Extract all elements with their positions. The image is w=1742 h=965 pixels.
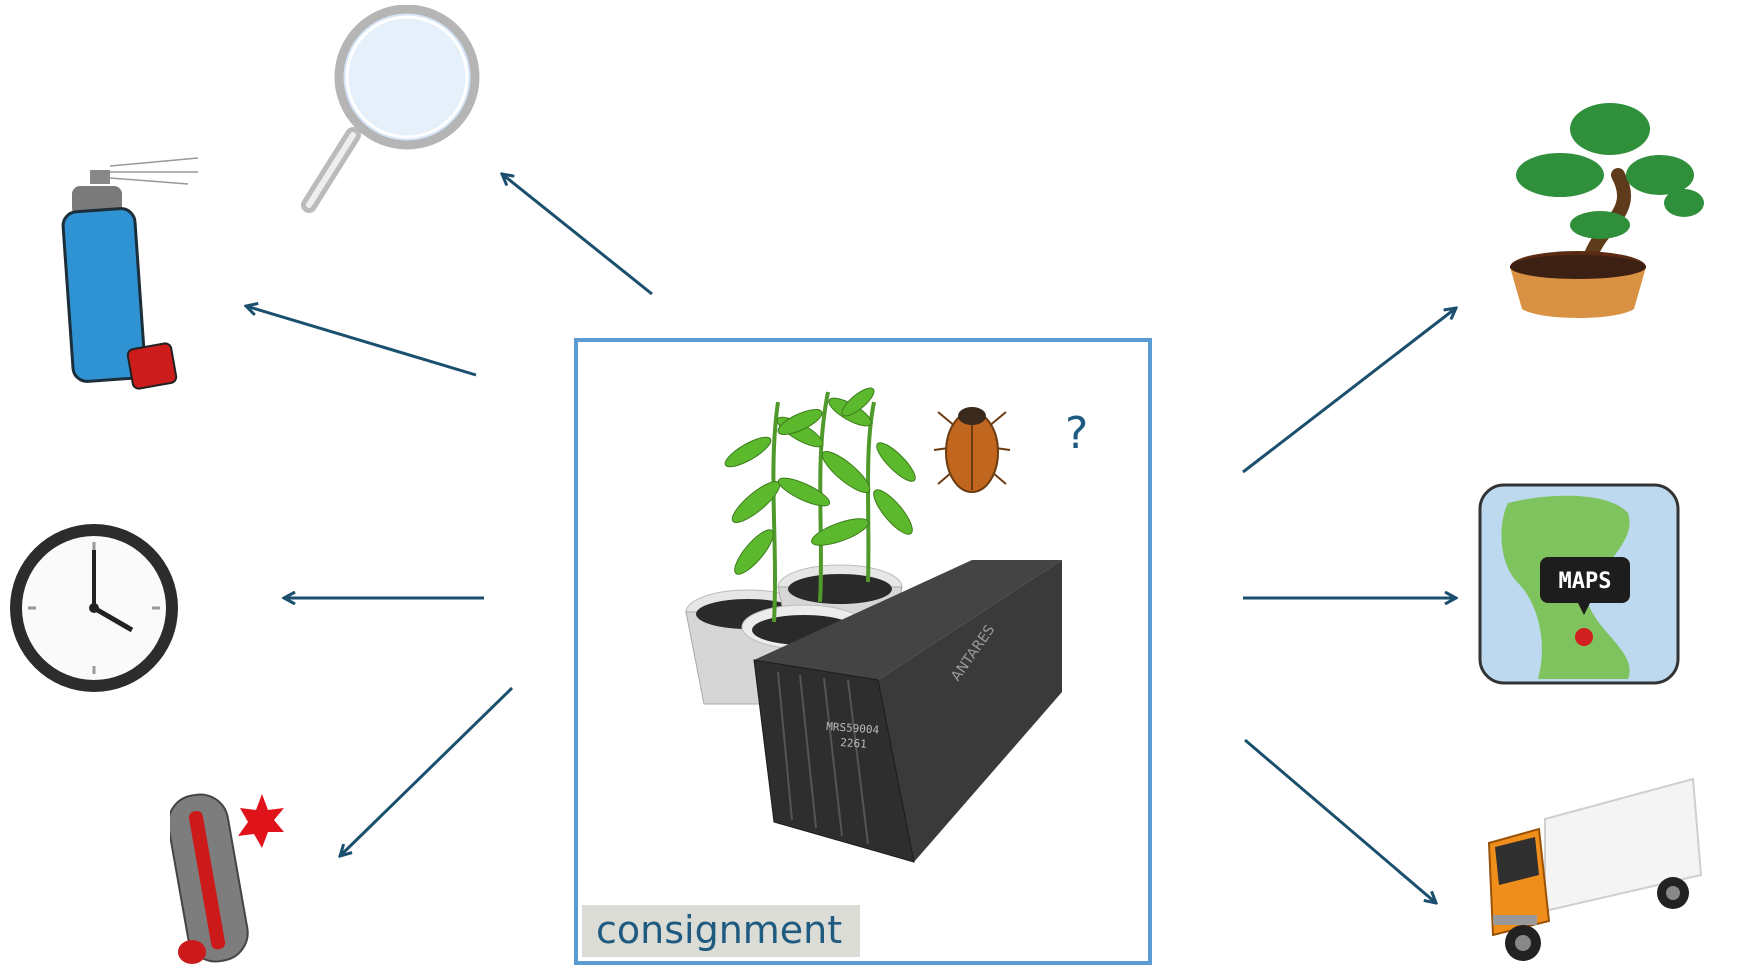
bonsai-tree-icon <box>1510 103 1704 318</box>
question-mark: ? <box>1065 408 1089 459</box>
arrow-to-thermometer <box>340 686 514 856</box>
container-code-2: 2261 <box>840 736 867 751</box>
spray-can-icon <box>61 157 199 390</box>
clock-icon <box>10 524 178 692</box>
maps-icon[interactable]: MAPS <box>1478 483 1680 685</box>
magnifier-icon <box>301 5 480 213</box>
container-code-1: MRS59004 <box>826 720 880 737</box>
maps-icon-text: MAPS <box>1558 569 1612 594</box>
consignment-label: consignment <box>582 905 861 957</box>
arrow-to-bonsai <box>1242 308 1456 474</box>
delivery-truck-icon <box>1487 777 1703 961</box>
arrow-to-truck <box>1244 738 1436 903</box>
arrow-to-spray <box>246 306 477 377</box>
consignment-box: MRS59004 2261 ANTARES consignment <box>574 338 1152 965</box>
beetle <box>933 407 1011 493</box>
arrow-to-magnifier <box>502 174 653 296</box>
shipping-container: MRS59004 2261 ANTARES <box>753 560 1062 863</box>
consignment-illustration: MRS59004 2261 ANTARES <box>685 387 1062 863</box>
maps-icon-graphic <box>1478 483 1680 685</box>
thermometer-icon <box>170 793 284 964</box>
